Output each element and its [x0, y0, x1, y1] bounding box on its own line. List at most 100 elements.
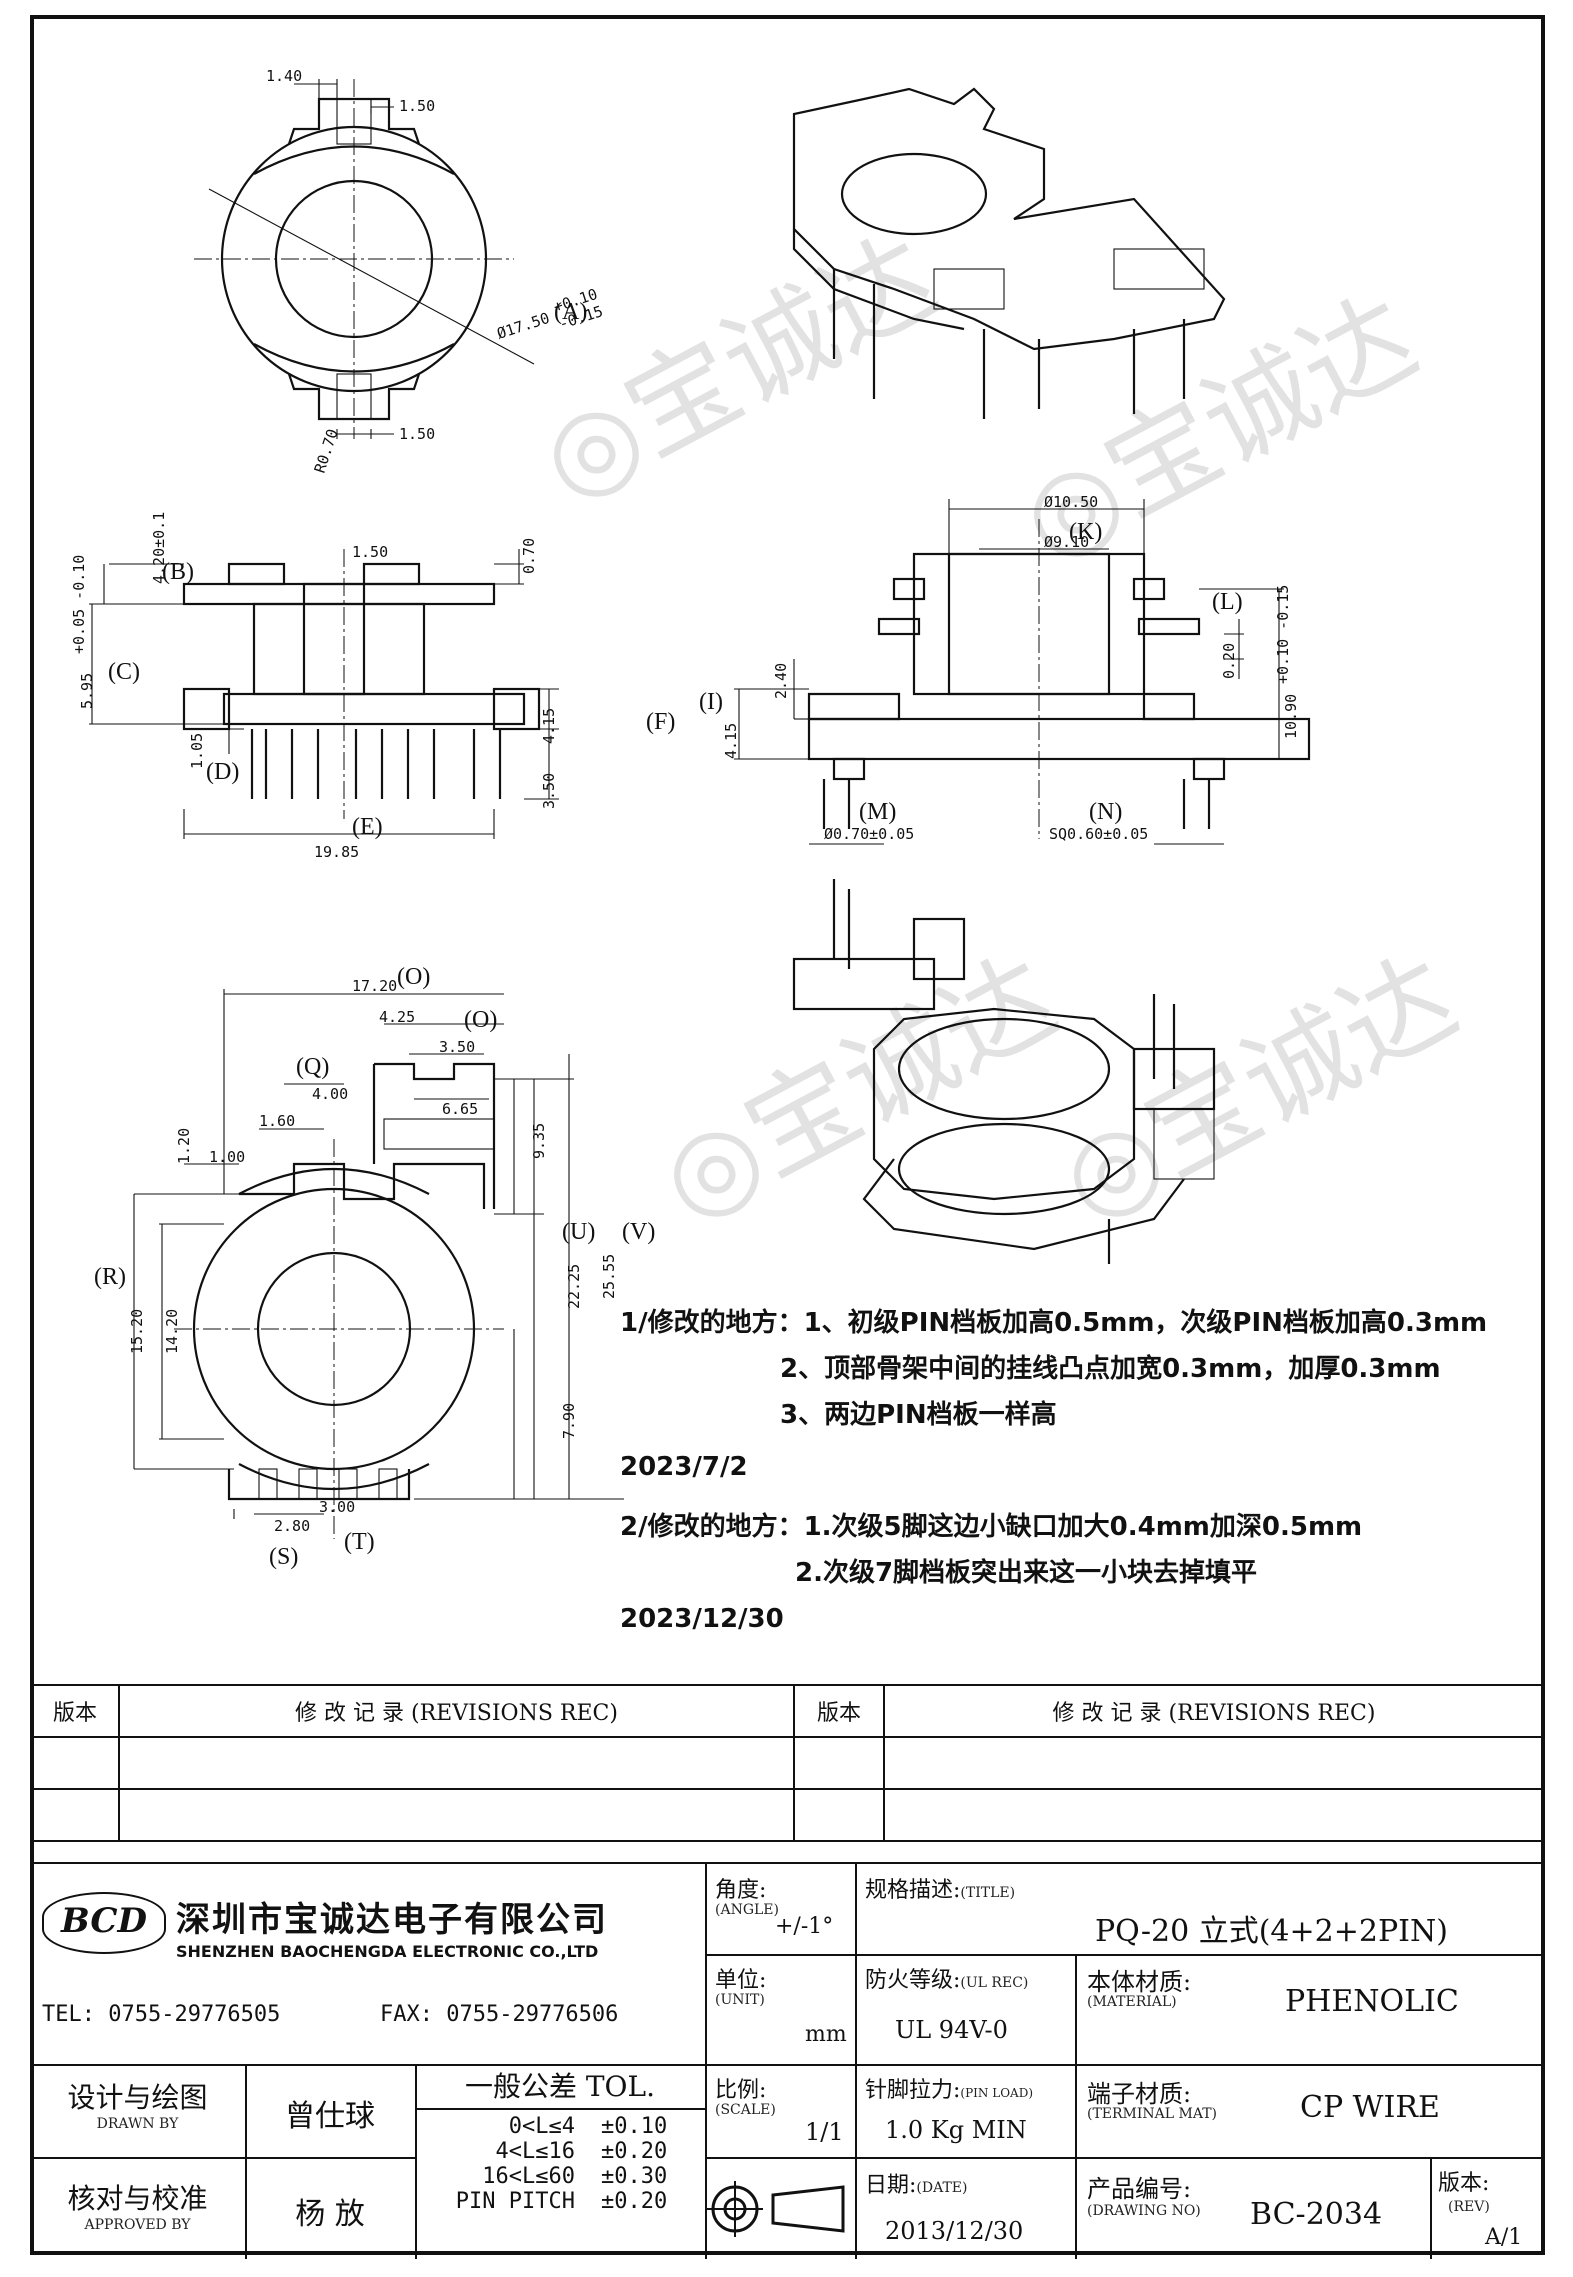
rev-cell	[793, 1788, 885, 1842]
rev-cell	[118, 1736, 795, 1790]
isometric-view-top	[792, 87, 1226, 419]
drawing-no-label: 产品编号:	[1087, 2175, 1192, 2203]
pinload-value: 1.0 Kg MIN	[885, 2116, 1027, 2144]
pinload-cell: 针脚拉力:(PIN LOAD) 1.0 Kg MIN	[855, 2064, 1077, 2159]
company-fax: FAX: 0755-29776506	[380, 2002, 619, 2027]
drawn-label: 设计与绘图	[67, 2081, 208, 2114]
dim-text: 15.20	[128, 1309, 146, 1354]
rev-cell	[883, 1788, 1545, 1842]
dim-text: Ø0.70±0.05	[824, 825, 914, 843]
company-block: BCD 深圳市宝诚达电子有限公司 SHENZHEN BAOCHENGDA ELE…	[30, 1864, 707, 2064]
dim-text: 4.15	[540, 708, 558, 744]
date-cell: 日期:(DATE) 2013/12/30	[855, 2157, 1077, 2259]
approved-label-cell: 核对与校准 APPROVED BY	[30, 2157, 247, 2259]
company-name-en: SHENZHEN BAOCHENGDA ELECTRONIC CO.,LTD	[176, 1942, 599, 1961]
dim-text: 1.50	[352, 543, 388, 561]
angle-value: +/-1°	[775, 1914, 834, 1939]
bottom-view: 17.20 (O) 4.25 (O) 3.50 6.65 (Q) 4.00 1.…	[94, 964, 655, 1570]
label-b: (B)	[162, 559, 194, 585]
label-s: (S)	[269, 1544, 298, 1570]
material-label-en: (MATERIAL)	[1087, 1994, 1177, 2010]
rev-col-version: 版本	[30, 1684, 120, 1738]
tolerance-row: 16<L≤60±0.30	[482, 2164, 668, 2189]
scale-value: 1/1	[805, 2118, 844, 2146]
note-1-heading: 1/修改的地方：	[620, 1308, 804, 1338]
top-view: 1.40 1.50 1.50 (A) Ø17.50 +0.10 -0.15 R0…	[194, 67, 605, 475]
approved-label-en: APPROVED BY	[84, 2217, 191, 2233]
rev-cell	[883, 1736, 1545, 1790]
unit-label-en: (UNIT)	[715, 1992, 765, 2008]
tolerance-row: 4<L≤16±0.20	[495, 2139, 668, 2164]
dim-text: 1.50	[399, 97, 435, 115]
ul-value: UL 94V-0	[895, 2016, 1008, 2044]
dim-text: 3.00	[319, 1498, 355, 1516]
rev-cell: 版本: (REV) A/1	[1430, 2157, 1545, 2259]
company-tel: TEL: 0755-29776505	[42, 2002, 281, 2027]
dim-text: 10.90	[1282, 694, 1300, 739]
unit-label: 单位:	[715, 1968, 767, 1993]
dim-text: 22.25	[565, 1264, 583, 1309]
label-m: (M)	[859, 799, 896, 825]
drawn-label-cell: 设计与绘图 DRAWN BY	[30, 2064, 247, 2159]
note-2-line-1: 1.次级5脚这边小缺口加大0.4mm加深0.5mm	[803, 1512, 1363, 1542]
dim-text: SQ0.60±0.05	[1049, 825, 1148, 843]
angle-label-en: (ANGLE)	[715, 1902, 779, 1918]
label-e: (E)	[352, 814, 383, 840]
label-t: (T)	[344, 1529, 375, 1555]
rev-cell	[30, 1788, 120, 1842]
label-v: (V)	[622, 1219, 655, 1245]
label-r: (R)	[94, 1264, 126, 1290]
dim-text: 4.20±0.1	[150, 512, 168, 584]
label-a: (A)	[554, 299, 587, 325]
side-view: 4.20±0.1 5.95+0.05 -0.10 0.70 4.15 3.50 …	[70, 512, 559, 861]
drawn-value: 曾仕球	[285, 2099, 375, 2134]
title-block: BCD 深圳市宝诚达电子有限公司 SHENZHEN BAOCHENGDA ELE…	[30, 1862, 1545, 2259]
drawing-no-label-en: (DRAWING NO)	[1087, 2203, 1201, 2219]
material-label: 本体材质:	[1087, 1968, 1192, 1996]
isometric-view-bottom	[792, 879, 1216, 1264]
dim-text: 3.50	[540, 773, 558, 809]
label-o-right: (O)	[464, 1007, 497, 1033]
scale-label-en: (SCALE)	[715, 2102, 776, 2118]
dim-text: Ø10.50	[1044, 493, 1098, 511]
dim-text: 1.60	[259, 1112, 295, 1130]
tolerance-row: PIN PITCH±0.20	[455, 2189, 668, 2214]
note-1: 1/修改的地方：1、初级PIN档板加高0.5mm，次级PIN档板加高0.3mm	[620, 1300, 1487, 1346]
rev-label: 版本:	[1438, 2171, 1490, 2196]
note-1-line-2: 2、顶部骨架中间的挂线凸点加宽0.3mm，加厚0.3mm	[780, 1354, 1441, 1384]
approved-value-cell: 杨 放	[245, 2157, 417, 2259]
rev-col-record-2: 修 改 记 录 (REVISIONS REC)	[883, 1684, 1545, 1738]
label-d: (D)	[206, 759, 239, 785]
unit-value: mm	[805, 2022, 847, 2047]
dim-text: 19.85	[314, 843, 359, 861]
revision-notes: 1/修改的地方：1、初级PIN档板加高0.5mm，次级PIN档板加高0.3mm …	[620, 1300, 1487, 1642]
tolerance-cell: 一般公差 TOL. 0<L≤4±0.10 4<L≤16±0.20 16<L≤60…	[415, 2064, 707, 2259]
dim-text: R0.70	[311, 427, 342, 476]
angle-label: 角度:	[715, 1878, 767, 1903]
unit-cell: 单位: (UNIT) mm	[705, 1954, 857, 2064]
angle-cell: 角度: (ANGLE) +/-1°	[705, 1864, 857, 1956]
label-k: (K)	[1069, 519, 1102, 545]
dim-text: 1.00	[209, 1148, 245, 1166]
material-value: PHENOLIC	[1285, 1984, 1459, 2019]
drawing-no-cell: 产品编号: (DRAWING NO) BC-2034	[1075, 2157, 1432, 2259]
dim-text: 1.05	[188, 733, 206, 769]
dim-text: 6.65	[442, 1100, 478, 1118]
tolerance-label: 一般公差 TOL.	[415, 2066, 705, 2110]
tolerance-row: 0<L≤4±0.10	[508, 2114, 668, 2139]
drawn-label-en: DRAWN BY	[96, 2116, 179, 2132]
rev-cell	[30, 1736, 120, 1790]
rev-value: A/1	[1485, 2225, 1523, 2250]
dim-text: 17.20	[352, 977, 397, 995]
dim-text: 1.40	[266, 67, 302, 85]
dim-text: 25.55	[600, 1254, 618, 1299]
label-q: (Q)	[296, 1054, 329, 1080]
rev-label-en: (REV)	[1448, 2199, 1490, 2215]
approved-label: 核对与校准	[67, 2182, 208, 2215]
rev-col-version-2: 版本	[793, 1684, 885, 1738]
pinload-label: 针脚拉力:(PIN LOAD)	[865, 2078, 1034, 2103]
title-cell: 规格描述:(TITLE) PQ-20 立式(4+2+2PIN)	[855, 1864, 1545, 1956]
rev-col-record: 修 改 记 录 (REVISIONS REC)	[118, 1684, 795, 1738]
dim-text: +0.10 -0.15	[1274, 585, 1292, 684]
dim-text: Ø17.50	[495, 309, 552, 343]
